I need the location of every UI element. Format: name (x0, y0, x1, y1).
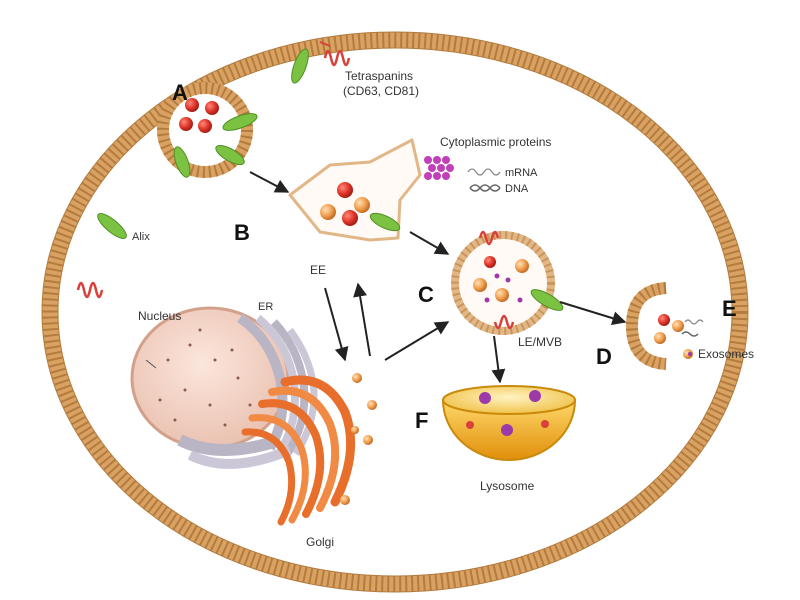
label-cytoplasmic-proteins: Cytoplasmic proteins (440, 135, 551, 149)
pathway-arrows (249, 171, 627, 384)
label-lysosome: Lysosome (480, 479, 535, 493)
golgi-apparatus (241, 375, 356, 526)
label-ee: EE (310, 263, 326, 277)
mrna-icon (467, 168, 501, 176)
early-endosome (288, 138, 422, 242)
arrow-golgi-to-mvb (384, 321, 450, 361)
endocytic-pit (157, 82, 258, 178)
step-label-b: B (234, 220, 250, 245)
cytoplasmic-proteins-icon (424, 156, 454, 180)
arrow-mvb-to-membrane (559, 301, 627, 325)
label-nucleus: Nucleus (138, 309, 181, 323)
label-le-mvb: LE/MVB (518, 335, 562, 349)
arrow-b-to-c (409, 231, 450, 255)
label-tetraspanins-examples: (CD63, CD81) (343, 84, 419, 98)
arrow-a-to-b (249, 171, 290, 193)
label-tetraspanins: Tetraspanins (345, 69, 413, 83)
lysosome (441, 385, 577, 461)
multivesicular-body (451, 230, 564, 335)
label-alix: Alix (132, 231, 150, 243)
label-exosomes: Exosomes (698, 347, 754, 361)
arrow-golgi-up (353, 282, 371, 357)
cell-membrane (41, 31, 749, 593)
alix-protein (97, 213, 127, 239)
endoplasmic-reticulum (177, 313, 318, 469)
arrow-ee-down (324, 287, 349, 362)
label-er: ER (258, 301, 273, 313)
label-golgi: Golgi (306, 535, 334, 549)
tetraspanin-left (76, 281, 104, 299)
step-label-f: F (415, 408, 428, 433)
exosome-release-site (625, 282, 704, 370)
tetraspanin-top (291, 41, 351, 84)
step-label-c: C (418, 282, 434, 307)
step-label-a: A (172, 80, 188, 105)
arrow-mvb-to-lysosome (491, 335, 506, 384)
step-label-d: D (596, 344, 612, 369)
step-label-e: E (722, 296, 737, 321)
golgi-vesicles (340, 373, 377, 505)
dna-icon (469, 184, 501, 192)
label-dna: DNA (505, 183, 529, 195)
label-mrna: mRNA (505, 167, 538, 179)
